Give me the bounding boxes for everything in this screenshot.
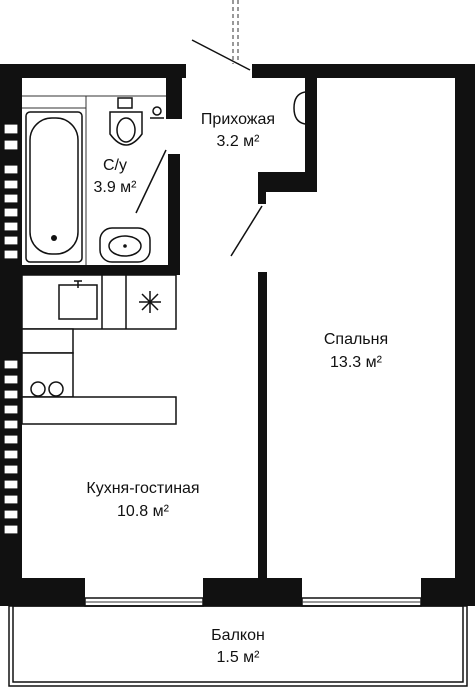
label-kitchen-living: Кухня-гостиная 10.8 м² [86,480,199,520]
balcony-area: 1.5 м² [216,649,260,666]
entrance-door [182,0,258,78]
bedroom-name: Спальня [324,331,388,348]
bathroom-name: С/у [103,157,127,174]
washbasin-icon [99,227,151,263]
bathtub-icon [25,111,83,263]
kitchen-fixtures [21,274,177,425]
bathroom-area: 3.9 м² [93,179,137,196]
kitchen-living-name: Кухня-гостиная [86,480,199,497]
label-bedroom: Спальня 13.3 м² [324,331,388,371]
toilet-icon [109,97,164,146]
bathroom-door [135,149,167,214]
label-hallway: Прихожая 3.2 м² [201,111,275,150]
balcony-name: Балкон [211,627,265,644]
hallway-niche [293,91,306,125]
stove-icon [139,291,161,313]
label-balcony: Балкон 1.5 м² [211,627,265,666]
washing-machine-icon [30,381,64,397]
bedroom-area: 13.3 м² [330,354,383,371]
bathroom-fixtures [22,95,166,265]
balcony-frame [8,597,468,687]
sink-icon [58,280,98,320]
kitchen-living-area: 10.8 м² [117,503,170,520]
bedroom-door [230,205,263,257]
label-bathroom: С/у 3.9 м² [93,157,137,196]
left-windows [3,123,19,535]
hallway-area: 3.2 м² [216,133,260,150]
interior-walls [22,64,317,578]
hallway-name: Прихожая [201,111,275,128]
